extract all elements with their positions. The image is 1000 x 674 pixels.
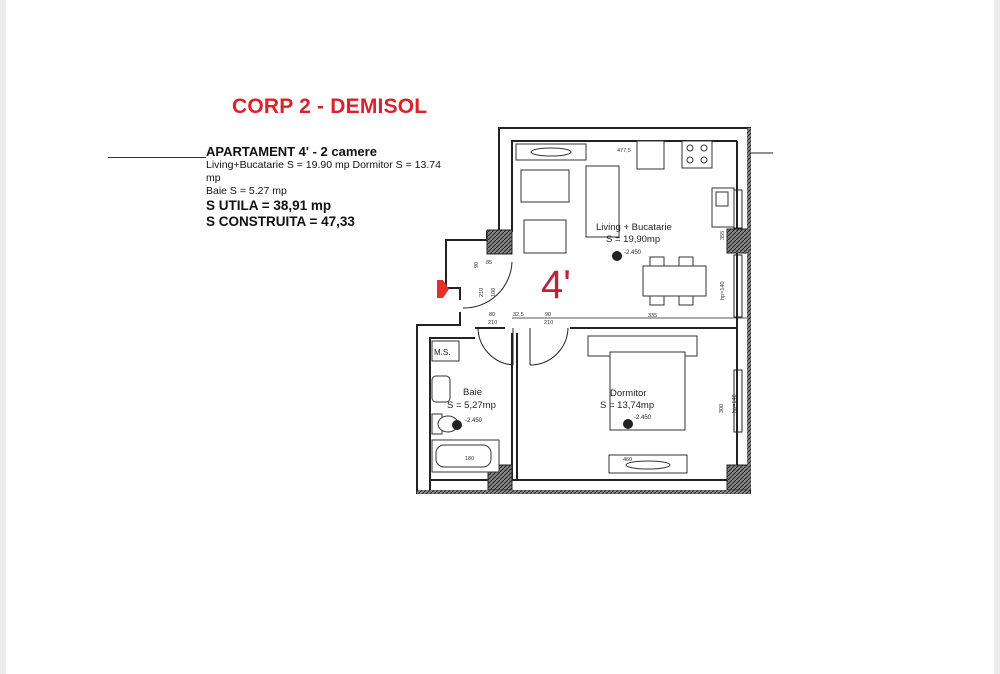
svg-text:210: 210 — [479, 288, 485, 297]
svg-text:32,5: 32,5 — [513, 312, 524, 318]
svg-text:90: 90 — [474, 262, 480, 268]
svg-text:210: 210 — [488, 320, 497, 326]
unit-label: 4' — [541, 263, 571, 307]
level-markers — [452, 251, 633, 430]
svg-text:hp=140: hp=140 — [732, 394, 738, 413]
svg-text:355: 355 — [720, 231, 726, 240]
leader-line — [108, 157, 206, 158]
svg-text:477,5: 477,5 — [617, 148, 631, 154]
svg-text:300: 300 — [719, 404, 725, 413]
svg-text:210: 210 — [544, 320, 553, 326]
svg-text:100: 100 — [491, 288, 497, 297]
doors — [462, 261, 569, 366]
room-name-living: Living + Bucatarie — [596, 222, 672, 233]
room-area-baie: S = 5,27mp — [447, 400, 496, 411]
apartment-info: APARTAMENT 4' - 2 camere Living+Bucatari… — [206, 144, 441, 230]
furniture — [431, 140, 735, 474]
svg-text:80: 80 — [489, 312, 495, 318]
svg-text:90: 90 — [545, 312, 551, 318]
svg-text:460: 460 — [623, 457, 632, 463]
svg-text:335: 335 — [648, 313, 657, 319]
room-level-baie: -2.450 — [465, 418, 483, 424]
svg-text:hp=140: hp=140 — [720, 281, 726, 300]
svg-text:180: 180 — [465, 456, 474, 462]
room-area-living: S = 19,90mp — [606, 234, 660, 245]
room-name-baie: Baie — [463, 387, 482, 398]
s-construita: S CONSTRUITA = 47,33 — [206, 214, 355, 229]
dimension-labels: 477,5 335 355 hp=140 300 hp=140 460 180 … — [465, 148, 738, 463]
svg-text:85: 85 — [486, 260, 492, 266]
windows — [733, 152, 773, 433]
entrance-arrow-icon — [437, 280, 449, 298]
page-title: CORP 2 - DEMISOL — [232, 95, 428, 118]
area-line-1: Living+Bucatarie S = 19.90 mp Dormitor S… — [206, 159, 441, 184]
room-area-dormitor: S = 13,74mp — [600, 400, 654, 411]
walls — [416, 127, 751, 494]
room-level-living: -2.450 — [624, 250, 642, 256]
area-line-2: Baie S = 5.27 mp — [206, 185, 287, 197]
wall-pillars — [417, 128, 751, 494]
apartment-heading: APARTAMENT 4' - 2 camere — [206, 144, 377, 159]
room-name-dormitor: Dormitor — [610, 388, 646, 399]
ms-label: M.S. — [434, 348, 450, 357]
room-level-dormitor: -2.450 — [634, 415, 652, 421]
s-utila: S UTILA = 38,91 mp — [206, 198, 332, 213]
